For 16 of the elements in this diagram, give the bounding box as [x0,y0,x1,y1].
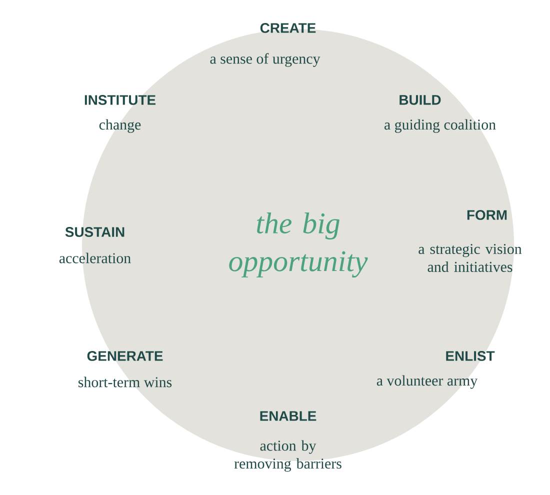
step-heading: BUILD [400,95,441,105]
step-heading: GENERATE [87,351,163,361]
step-description: a guiding coalition [384,119,496,133]
step-description: a strategic vision and initiatives [418,244,522,272]
step-heading: ENABLE [260,411,316,421]
step-heading: ENLIST [446,351,495,361]
step-description: short-term wins [78,376,172,388]
step-heading: INSTITUTE [84,95,156,105]
step-heading: CREATE [260,23,316,33]
step-description: change [99,119,141,133]
step-heading: SUSTAIN [65,227,124,237]
step-description: action by removing barriers [234,440,342,472]
step-description: a sense of urgency [210,53,320,67]
step-description: a volunteer army [376,375,478,389]
step-heading: FORM [467,210,507,220]
step-description: acceleration [59,252,131,264]
